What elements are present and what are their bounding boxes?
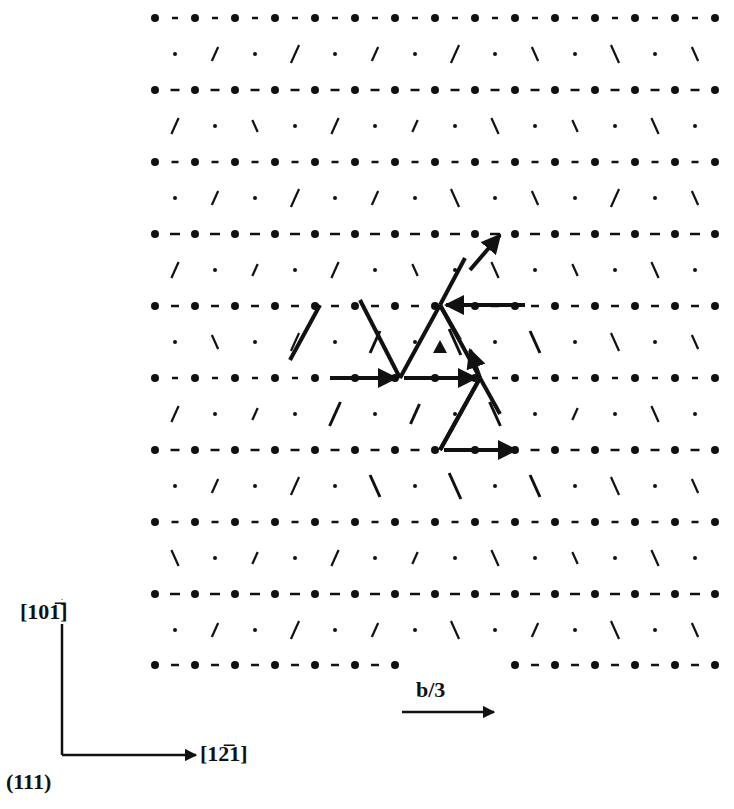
burgers-vector-label: b/3: [414, 678, 447, 702]
axis-arrows: [62, 600, 196, 755]
direction-label: [12̅1]: [198, 742, 250, 766]
direction-label: [101̅]: [18, 600, 70, 624]
displacement-vectors: [290, 235, 525, 450]
plane-label: (111): [4, 770, 53, 794]
burgers-vector-arrow: [402, 711, 494, 714]
triangle-symbol: [433, 340, 447, 353]
atom-lattice: [151, 14, 719, 669]
